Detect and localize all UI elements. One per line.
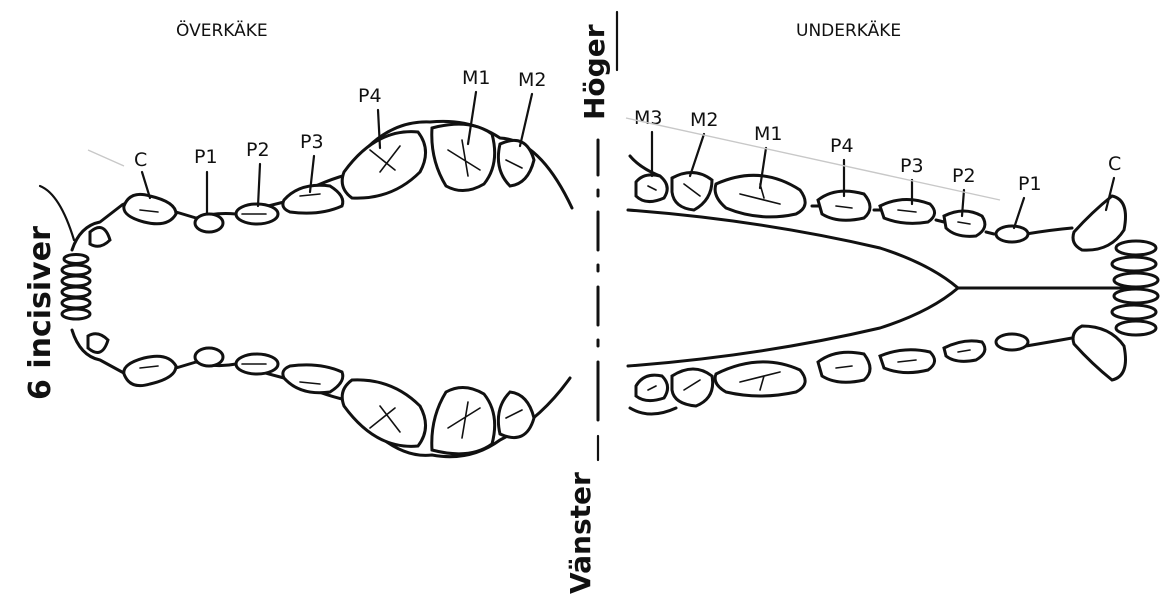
- upper-right-p4: [342, 132, 425, 198]
- lower-label-p3: P3: [900, 155, 924, 177]
- upper-incisor-3-right: [90, 228, 110, 247]
- upper-label-c: C: [134, 149, 147, 171]
- upper-right-m1: [432, 124, 495, 190]
- side-label-right: Höger: [578, 24, 611, 120]
- upper-leader-p2: [258, 164, 260, 206]
- upper-incisor-2: [62, 276, 90, 286]
- lower-label-c: C: [1108, 153, 1121, 175]
- lower-incisor-6: [1116, 321, 1156, 335]
- upper-right-p3: [283, 185, 343, 213]
- upper-left-p1: [195, 348, 223, 366]
- upper-left-p4: [342, 380, 425, 446]
- upper-right-m2: [498, 140, 534, 186]
- upper-incisor-6: [64, 255, 88, 264]
- lower-leader-m2: [690, 134, 704, 176]
- upper-label-p4: P4: [358, 85, 382, 107]
- upper-jaw-title: ÖVERKÄKE: [176, 19, 268, 41]
- upper-label-p2: P2: [246, 139, 270, 161]
- upper-incisor-3: [62, 287, 90, 297]
- upper-incisor-5: [62, 309, 90, 319]
- lower-incisor-1: [1116, 241, 1156, 255]
- lower-jaw-title: UNDERKÄKE: [796, 20, 901, 41]
- upper-right-p1: [195, 214, 223, 232]
- lower-label-m2: M2: [690, 109, 718, 131]
- side-label-left: Vänster: [564, 472, 597, 594]
- lower-label-m1: M1: [754, 123, 782, 145]
- upper-guide-line: [88, 150, 124, 166]
- lower-incisor-5: [1112, 305, 1156, 319]
- lower-label-p2: P2: [952, 165, 976, 187]
- lower-incisor-2: [1112, 257, 1156, 271]
- upper-incisor-1: [62, 265, 90, 275]
- lower-incisor-4: [1114, 289, 1158, 303]
- lower-left-canine: [1073, 326, 1126, 380]
- lower-leader-p1: [1014, 198, 1024, 228]
- lower-right-p1: [996, 226, 1028, 242]
- lower-left-m2: [672, 369, 713, 406]
- upper-incisor-3-left: [88, 334, 108, 353]
- lower-right-m2: [672, 172, 712, 210]
- upper-label-p3: P3: [300, 131, 324, 153]
- lower-jaw: M3 M2 M1 P4 P3 P2 P1 C: [626, 107, 1158, 414]
- upper-incisor-4: [62, 298, 90, 308]
- upper-label-m1: M1: [462, 67, 490, 89]
- lower-left-m1: [715, 362, 805, 396]
- lower-incisor-3: [1114, 273, 1158, 287]
- upper-leader-m2: [520, 94, 532, 146]
- upper-label-p1: P1: [194, 146, 218, 168]
- incisors-label: 6 incisiver: [23, 226, 58, 400]
- upper-jaw: C P1 P2 P3 P4 M1 M2: [62, 67, 572, 457]
- lower-right-canine: [1073, 196, 1126, 250]
- upper-left-canine: [124, 356, 176, 385]
- upper-left-m2: [498, 392, 534, 438]
- lower-left-p1: [996, 334, 1028, 350]
- lower-label-p1: P1: [1018, 173, 1042, 195]
- lower-label-p4: P4: [830, 135, 854, 157]
- upper-label-m2: M2: [518, 69, 546, 91]
- upper-left-m1: [432, 387, 495, 453]
- upper-left-p3: [283, 365, 343, 393]
